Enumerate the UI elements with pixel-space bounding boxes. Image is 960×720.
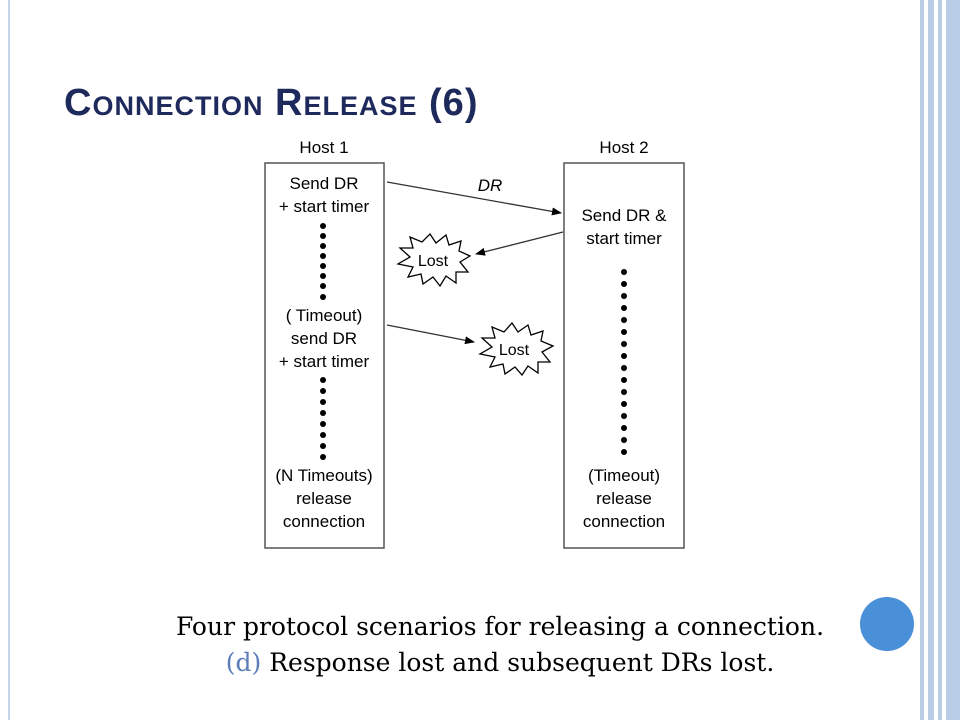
left-border-rule [8,0,10,720]
lost-burst-2 [478,321,555,377]
host2-step: connection [583,512,665,531]
right-decorative-bars [918,0,960,720]
host1-step: (N Timeouts) [275,466,372,485]
right-bar [938,0,942,720]
lost-label-2: Lost [499,342,530,359]
slide-title: Connection Release (6) [64,82,479,124]
caption-text: Response lost and subsequent DRs lost. [261,648,775,677]
lost-dr-arrow-2 [386,324,475,345]
host1-timeline-dots-2 [320,377,326,460]
host1-step: connection [283,512,365,531]
host2-label: Host 2 [599,138,648,157]
lost-dr-arrow-1 [475,231,564,256]
host1-step: Send DR [290,174,359,193]
decorative-circle [860,597,914,651]
host2-step: (Timeout) [588,466,660,485]
right-bar [946,0,960,720]
host2-step: start timer [586,229,662,248]
host2-step: release [596,489,652,508]
right-bar [928,0,934,720]
caption-prefix: (d) [225,648,262,677]
host1-step: + start timer [279,352,370,371]
host2-step: Send DR & [581,206,667,225]
dr-message-arrow [386,181,562,216]
lost-label-1: Lost [418,253,449,270]
host1-label: Host 1 [299,138,348,157]
right-bar [920,0,924,720]
host1-timeline-dots-1 [320,223,326,300]
host1-step: send DR [291,329,357,348]
lost-burst-1 [396,232,472,288]
caption-line-1: Four protocol scenarios for releasing a … [175,612,825,641]
dr-message-label: DR [478,176,503,195]
host1-step: + start timer [279,197,370,216]
caption-line-2: (d) Response lost and subsequent DRs los… [80,648,920,677]
host1-step: release [296,489,352,508]
host1-step: ( Timeout) [286,306,363,325]
host2-timeline-dots [621,269,627,455]
